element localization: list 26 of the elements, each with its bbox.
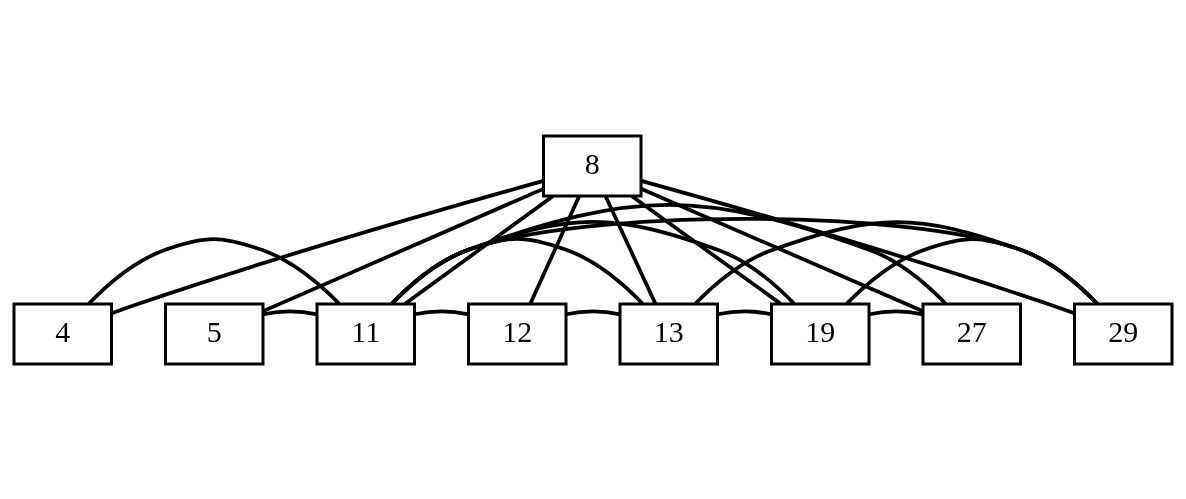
- connector: [640, 178, 1075, 315]
- connector: [845, 236, 1099, 305]
- node-box: 12: [467, 302, 568, 365]
- connector: [717, 309, 772, 316]
- connector: [263, 309, 318, 316]
- node-box: 29: [1073, 302, 1174, 365]
- connector: [111, 178, 544, 315]
- node-box: 5: [164, 302, 265, 365]
- connector: [404, 194, 554, 305]
- connector: [87, 236, 341, 305]
- node-box: 8: [542, 134, 643, 197]
- connector: [566, 309, 621, 316]
- connector: [262, 186, 544, 313]
- node-box: 11: [315, 302, 416, 365]
- node-box: 27: [921, 302, 1022, 365]
- connector: [640, 186, 924, 313]
- node-box: 19: [770, 302, 871, 365]
- connector: [603, 194, 658, 304]
- connector: [390, 216, 1099, 305]
- connector: [869, 309, 924, 316]
- node-box: 4: [12, 302, 113, 365]
- node-box: 13: [618, 302, 719, 365]
- connector: [630, 194, 782, 305]
- connector: [414, 309, 469, 316]
- connector: [693, 219, 1099, 305]
- connector: [528, 194, 581, 304]
